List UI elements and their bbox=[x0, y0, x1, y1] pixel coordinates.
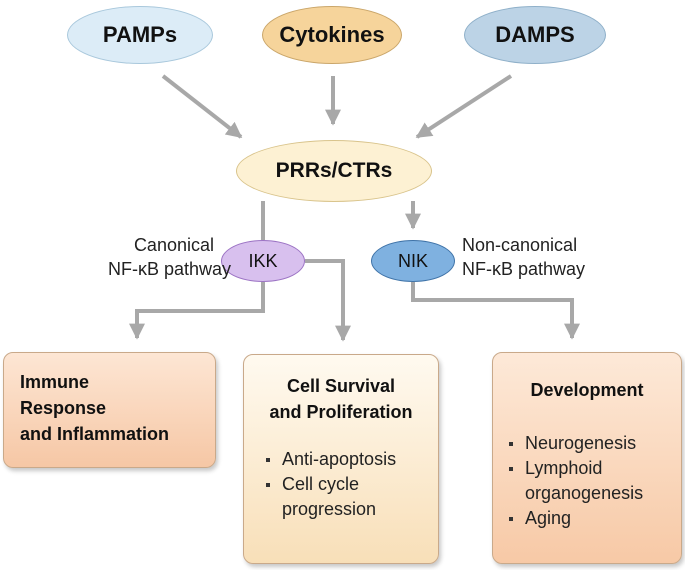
label-line: Canonical bbox=[133, 235, 214, 255]
ikk-node: IKK bbox=[221, 240, 305, 282]
cell-survival-list: Anti-apoptosis Cell cycle progression bbox=[264, 447, 436, 522]
list-item: Aging bbox=[507, 506, 679, 531]
immune-response-title: Immune Response and Inflammation bbox=[20, 372, 170, 444]
arrow-damps-to-prrs bbox=[415, 74, 513, 139]
development-list: Neurogenesis Lymphoid organogenesis Agin… bbox=[507, 431, 679, 531]
list-item: Lymphoid organogenesis bbox=[507, 456, 679, 506]
cell-survival-box: Cell Survival and Proliferation Anti-apo… bbox=[243, 354, 439, 564]
label-line: NF-κB pathway bbox=[108, 259, 232, 279]
immune-response-box: Immune Response and Inflammation bbox=[3, 352, 216, 468]
label-line: Non-canonical bbox=[462, 235, 578, 255]
arrow-pamps-to-prrs bbox=[161, 74, 243, 139]
damps-node: DAMPS bbox=[464, 6, 606, 64]
cell-survival-title: Cell Survival and Proliferation bbox=[269, 376, 413, 422]
nik-node: NIK bbox=[371, 240, 455, 282]
label-line: NF-κB pathway bbox=[462, 259, 586, 279]
cytokines-node: Cytokines bbox=[262, 6, 402, 64]
development-title: Development bbox=[530, 380, 644, 400]
development-box: Development Neurogenesis Lymphoid organo… bbox=[492, 352, 682, 564]
pamps-node: PAMPs bbox=[67, 6, 213, 64]
arrow-ikk-to-survival bbox=[305, 259, 351, 342]
list-item: Cell cycle progression bbox=[264, 472, 436, 522]
arrow-nik-to-development bbox=[411, 282, 580, 340]
prrs-ctrs-node: PRRs/CTRs bbox=[236, 140, 432, 202]
arrow-ikk-to-immune bbox=[129, 282, 265, 340]
list-item: Anti-apoptosis bbox=[264, 447, 436, 472]
list-item: Neurogenesis bbox=[507, 431, 679, 456]
